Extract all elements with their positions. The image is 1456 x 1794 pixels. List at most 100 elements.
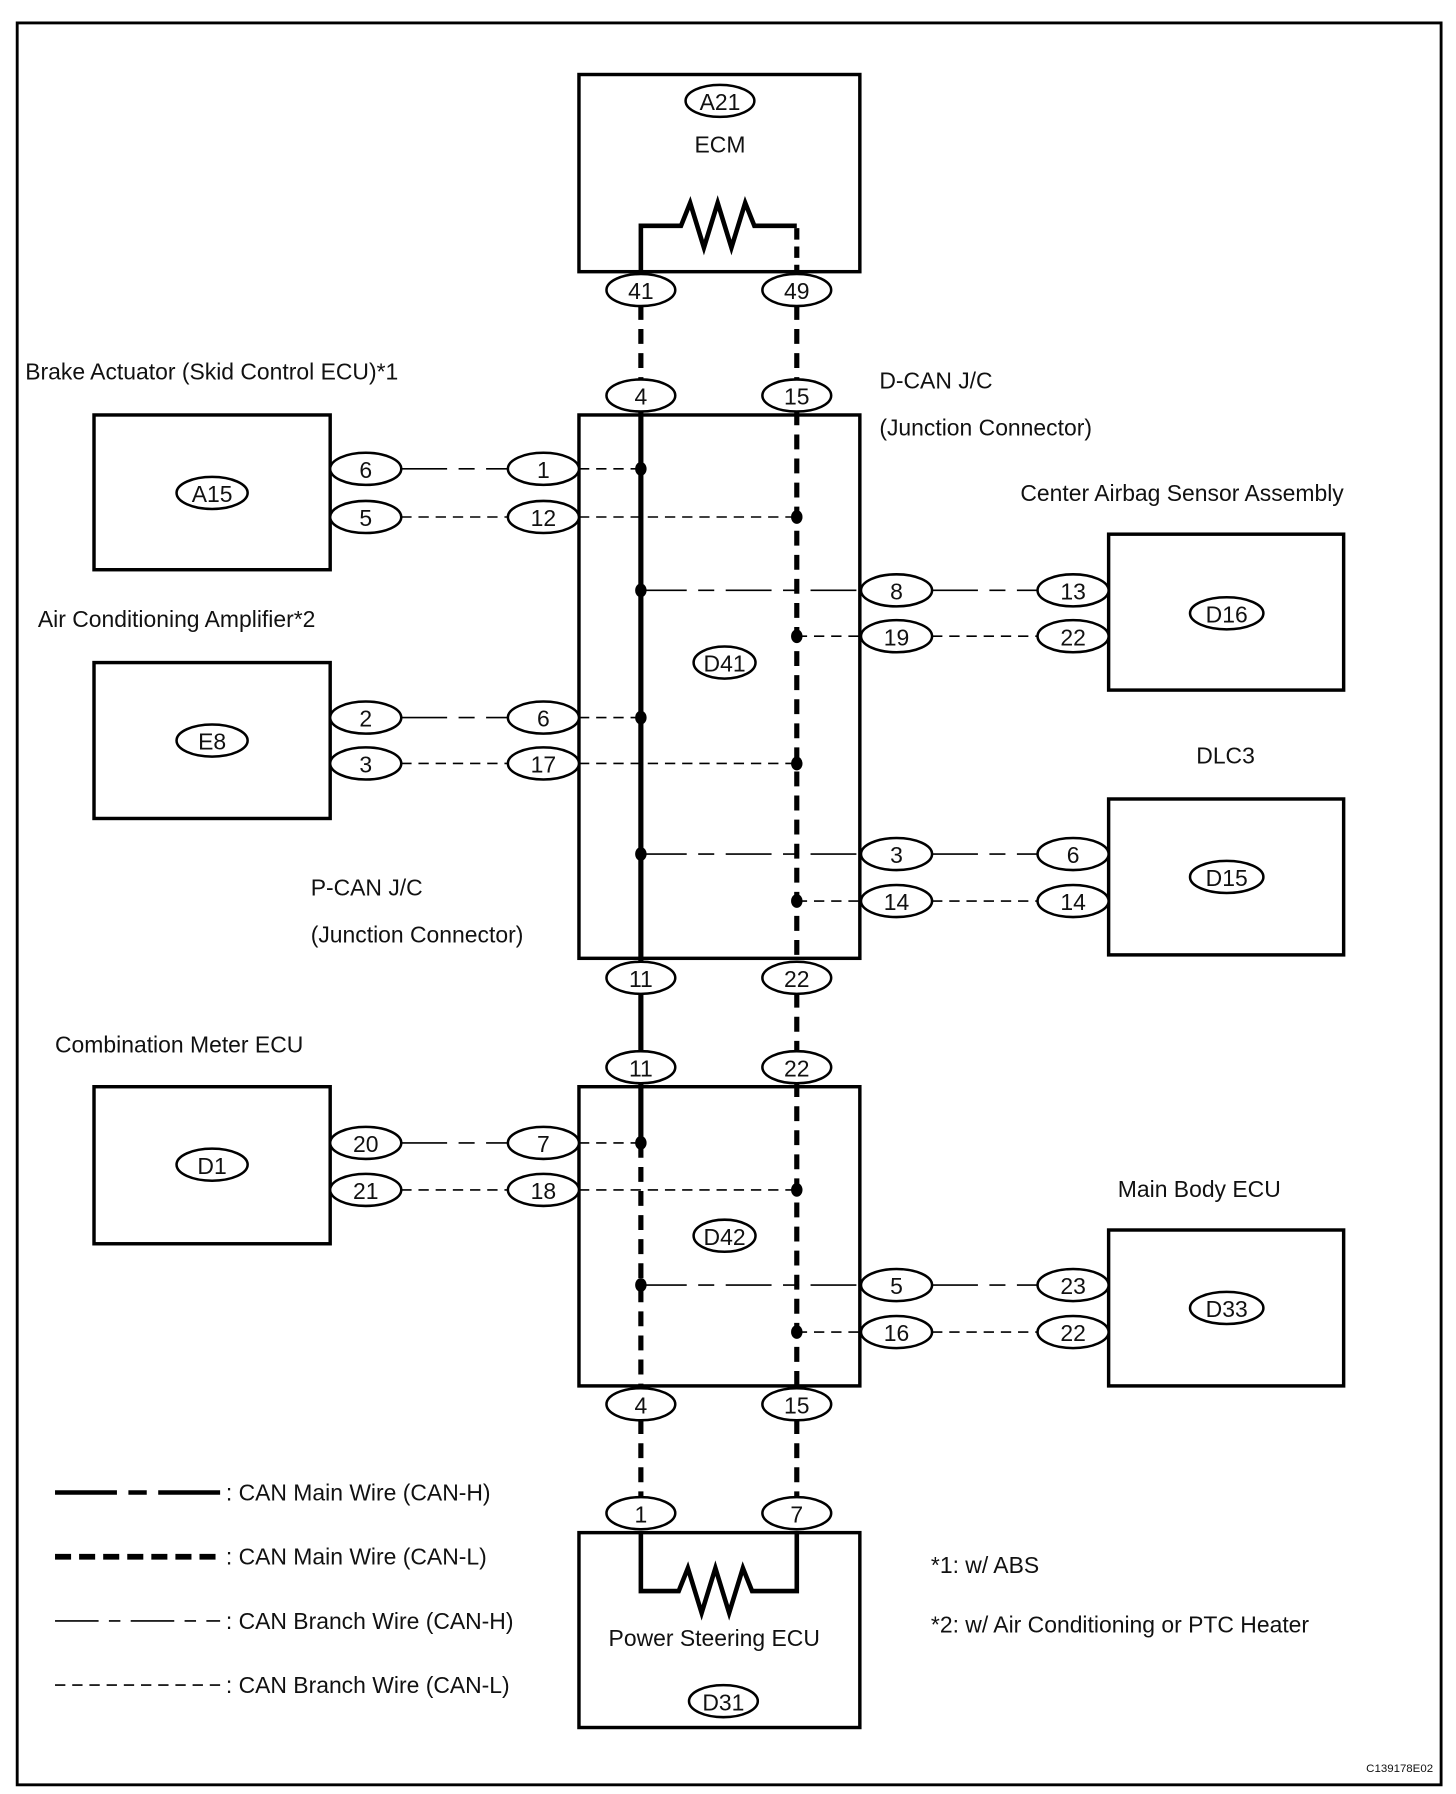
d42-box [577,1084,862,1388]
d42-top-pin-h: 11 [629,1055,653,1081]
pin-oval [605,1386,677,1422]
dcan-jc-title: D-CAN J/C [879,368,992,394]
legend-label-main-h: : CAN Main Wire (CAN-H) [226,1480,491,1506]
main-body-ecu-title: Main Body ECU [1118,1176,1281,1202]
d41-airbag-pin-l: 19 [884,624,909,650]
junction-node [635,583,647,598]
d33-connector-id: D33 [1206,1296,1248,1322]
d41-ac-pin-l: 17 [531,752,556,778]
e8-box [92,660,332,821]
ecm-pin-l: 49 [784,278,809,304]
pin-oval [506,499,581,535]
d41-ac-pin-h: 6 [537,706,550,732]
pin-oval [605,272,677,308]
connector-badge [1188,859,1265,895]
ecm-pin-h: 41 [628,278,653,304]
dcan-jc-subtitle: (Junction Connector) [879,415,1092,441]
junction-node [791,1325,803,1339]
pcan-jc-subtitle: (Junction Connector) [311,921,524,947]
pin-oval [506,1125,581,1161]
d42-body-pin-h: 5 [890,1273,903,1299]
ecm-box [577,72,862,274]
d1-pin-l: 21 [353,1178,378,1204]
pin-oval [761,1386,833,1422]
d1-connector-id: D1 [197,1153,226,1179]
a15-box [92,413,332,572]
d41-box [577,413,862,961]
e8-pin-l: 3 [359,752,372,778]
junction-node [635,710,647,725]
d15-connector-id: D15 [1206,865,1248,891]
pin-oval [605,1495,677,1531]
d41-brake-pin-l: 12 [531,505,556,531]
a15-connector-id: A15 [192,481,233,507]
d41-bottom-pin-l: 22 [784,966,809,992]
pin-oval [506,700,581,735]
footnote-1: *1: w/ ABS [931,1552,1039,1578]
d42-body-pin-l: 16 [884,1320,909,1346]
connector-badge [1188,595,1265,631]
pin-oval [328,1125,403,1161]
pin-oval [859,618,934,654]
legend-label-main-l: : CAN Main Wire (CAN-L) [226,1544,487,1570]
pin-oval [1036,573,1110,608]
pin-oval [328,499,403,535]
pin-oval [1036,836,1110,872]
dlc3-title: DLC3 [1196,742,1255,768]
junction-node [791,629,803,644]
d31-pin-h: 1 [634,1501,647,1527]
junction-node [635,1136,647,1150]
d33-box [1106,1228,1346,1388]
d41-brake-pin-h: 1 [537,457,550,483]
pin-oval [328,1172,403,1208]
d31-connector-id: D31 [702,1689,744,1715]
figure-id: C139178E02 [1366,1763,1433,1775]
d33-pin-h: 23 [1060,1273,1085,1299]
connector-badge [175,723,249,758]
legend-label-branch-l: : CAN Branch Wire (CAN-L) [226,1672,510,1698]
pin-oval [761,378,833,413]
e8-connector-id: E8 [198,729,226,755]
d31-box [577,1530,862,1730]
junction-node [635,847,647,861]
d15-pin-h: 6 [1067,842,1080,868]
d42-connector-id: D42 [704,1224,746,1250]
main-wires [638,304,800,1499]
ac-amplifier-title: Air Conditioning Amplifier*2 [38,606,316,632]
terminating-resistor-icon [638,1532,800,1621]
pin-oval [859,573,934,608]
pin-oval [859,883,934,919]
d42-top-pin-l: 22 [784,1055,809,1081]
airbag-sensor-title: Center Airbag Sensor Assembly [1020,480,1344,506]
pin-oval [761,272,833,308]
pin-oval [1036,883,1110,919]
connector-badge [684,83,756,119]
a15-pin-l: 5 [359,505,372,531]
pin-oval [605,960,677,996]
connector-badge [692,1218,757,1254]
ecm-connector-id: A21 [700,89,741,115]
combination-meter-title: Combination Meter ECU [55,1031,303,1057]
pin-oval [859,836,934,872]
d41-connector-id: D41 [704,651,746,677]
d31-pin-l: 7 [790,1501,803,1527]
junction-node [791,756,803,771]
d41-top-pin-h: 4 [634,384,647,410]
d16-box [1106,532,1346,692]
d41-top-pin-l: 15 [784,384,809,410]
d1-pin-h: 20 [353,1131,378,1157]
brake-actuator-title: Brake Actuator (Skid Control ECU)*1 [25,358,398,384]
legend-label-branch-h: : CAN Branch Wire (CAN-H) [226,1608,514,1634]
pcan-junction-connector: D42 [577,1084,862,1388]
d16-connector-id: D16 [1206,601,1248,627]
d42-bottom-pin-h: 4 [634,1392,647,1418]
connector-badge [175,1147,249,1182]
pin-oval [506,746,581,781]
ecm-component: A21 ECM [577,72,862,274]
pin-oval [1036,1267,1110,1303]
diagram-frame [15,21,1443,1787]
ecm-label: ECM [695,131,746,157]
pin-oval [1036,618,1110,654]
branch-wires [401,468,1038,1333]
